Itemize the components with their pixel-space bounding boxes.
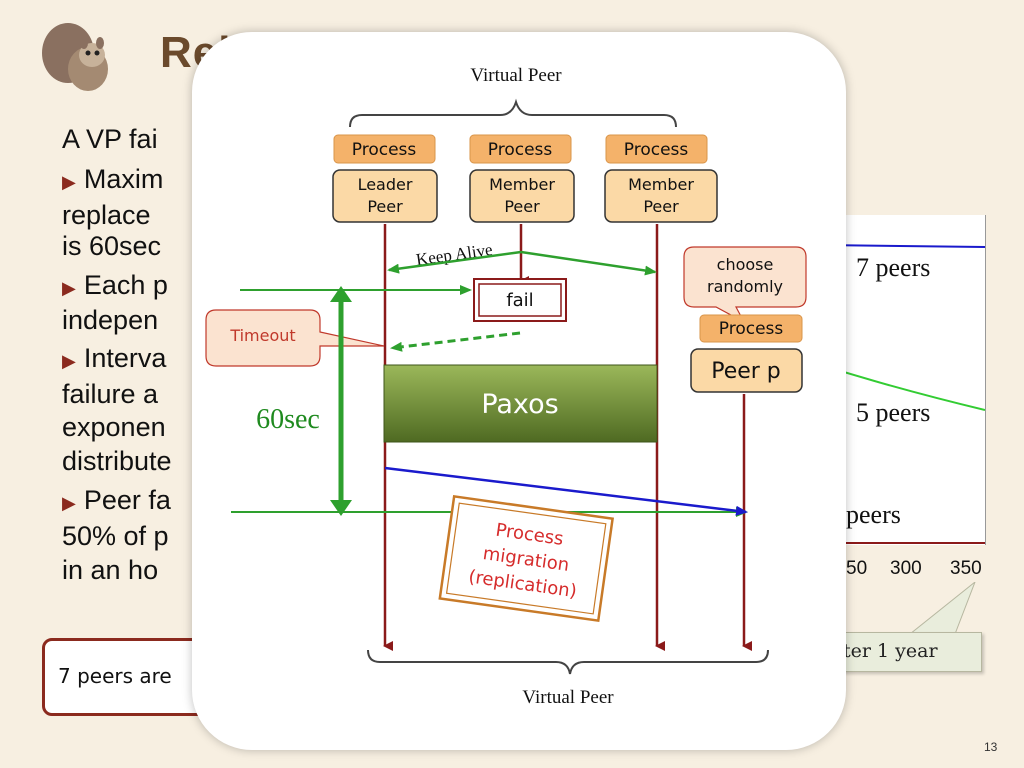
process-label: Process <box>488 140 553 160</box>
bullet-3-line-3: exponen <box>62 412 166 442</box>
migration-arrow <box>384 466 748 516</box>
x-tick-300: 300 <box>890 558 922 579</box>
series-7-peers-line <box>820 244 986 248</box>
bullet-marker-icon: ▶ <box>62 351 76 371</box>
bullet-4-line-2: 50% of p <box>62 521 169 551</box>
fail-label: fail <box>506 290 533 311</box>
top-brace <box>349 98 677 128</box>
bullet-marker-icon: ▶ <box>62 278 76 298</box>
process-box-peer-p: Process <box>699 314 803 343</box>
bullet-marker-icon: ▶ <box>62 493 76 513</box>
x-tick-50: 50 <box>846 558 868 579</box>
bullet-3-line-4: distribute <box>62 446 172 476</box>
keep-alive-arrow-left <box>387 250 522 274</box>
leader-peer-box: Leader Peer <box>332 169 438 223</box>
process-box-member1: Process <box>469 134 572 164</box>
bullet-1-line-1: ▶ Maxim <box>62 166 163 196</box>
member-peer-box-1: Member Peer <box>469 169 575 223</box>
bullet-4-text: Peer fa <box>83 485 171 515</box>
bullet-3-line-2: failure a <box>62 379 159 409</box>
choose-randomly-callout: choose randomly <box>683 246 807 324</box>
callout-text: fter 1 year <box>836 640 938 662</box>
bullet-4-line-1: ▶ Peer fa <box>62 487 171 517</box>
bullet-1-line-3: is 60sec <box>62 231 162 261</box>
choose-randomly-line-1: choose <box>717 255 774 274</box>
top-virtual-peer-label: Virtual Peer <box>470 65 562 86</box>
member-peer-2-line-2: Peer <box>643 197 679 216</box>
timeout-dashed-arrow <box>390 331 521 352</box>
bullet-4-line-3: in an ho <box>62 555 159 585</box>
bullet-1-text: Maxim <box>83 164 164 194</box>
keep-alive-arrow-right <box>520 250 657 276</box>
callout-pointer <box>909 582 976 634</box>
bottom-virtual-peer-label: Virtual Peer <box>522 687 614 708</box>
duration-label: 60sec <box>256 404 320 435</box>
bullet-marker-icon: ▶ <box>62 172 76 192</box>
series-label-peers: peers <box>846 500 901 529</box>
choose-randomly-line-2: randomly <box>707 277 783 296</box>
process-label: Process <box>624 140 689 160</box>
intro-text: A VP fai <box>62 124 158 154</box>
note-text: 7 peers are <box>58 664 172 688</box>
series-label-7-peers: 7 peers <box>856 253 931 282</box>
bullet-3-line-1: ▶ Interva <box>62 345 166 375</box>
squirrel-logo <box>38 15 118 99</box>
fail-box: fail <box>473 278 567 322</box>
paxos-label: Paxos <box>481 389 558 420</box>
process-label: Process <box>719 319 784 339</box>
timeout-callout: Timeout <box>205 309 385 367</box>
member-peer-1-line-1: Member <box>489 175 555 194</box>
paxos-box: Paxos <box>383 364 658 443</box>
chart-plot-area <box>820 215 986 545</box>
bullet-1-line-2: replace <box>62 200 151 230</box>
duration-arrow-bottom-icon <box>330 500 352 516</box>
member-peer-1-line-2: Peer <box>504 197 540 216</box>
leader-peer-line-1: Leader <box>358 175 413 194</box>
process-box-member2: Process <box>605 134 708 164</box>
bullet-2-text: Each p <box>83 270 168 300</box>
series-label-5-peers: 5 peers <box>856 398 931 427</box>
squirrel-icon <box>42 23 108 91</box>
member-peer-box-2: Member Peer <box>604 169 718 223</box>
process-label: Process <box>352 140 417 160</box>
timeout-label: Timeout <box>229 326 295 345</box>
leader-peer-line-2: Peer <box>367 197 403 216</box>
peer-p-label: Peer p <box>711 359 781 384</box>
page-number: 13 <box>984 740 998 754</box>
member-peer-2-line-1: Member <box>628 175 694 194</box>
process-box-leader: Process <box>333 134 436 164</box>
bullet-3-text: Interva <box>83 343 167 373</box>
bottom-brace <box>367 649 769 675</box>
bullet-2-line-1: ▶ Each p <box>62 272 168 302</box>
bullet-2-line-2: indepen <box>62 305 159 335</box>
x-tick-350: 350 <box>950 558 982 579</box>
process-migration-box: Process migration (replication) <box>438 494 615 623</box>
peer-p-box: Peer p <box>690 348 803 393</box>
duration-arrow-top-icon <box>330 286 352 302</box>
